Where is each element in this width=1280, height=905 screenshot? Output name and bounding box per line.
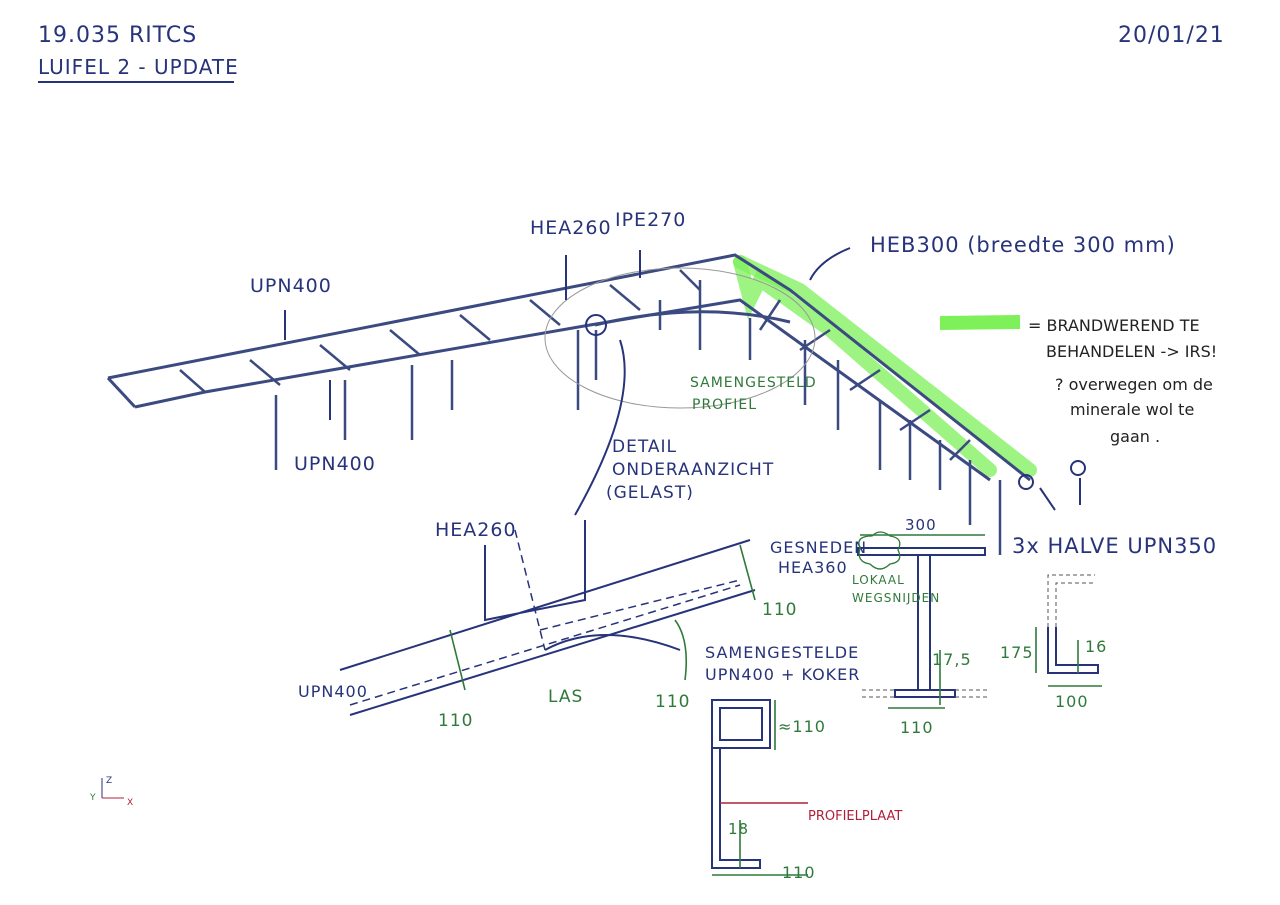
label-heb300: HEB300 (breedte 300 mm) [870,233,1176,257]
detail-dim-mid: 110 [655,692,690,712]
i-section [857,531,990,709]
label-hea260: HEA260 [530,217,612,239]
detail-upn400: UPN400 [298,682,368,701]
label-upn400-top: UPN400 [250,275,332,297]
i-width: 300 [905,516,937,534]
label-detail-3: (GELAST) [606,483,694,503]
detail-dim-left: 110 [438,711,473,731]
axis-z: Z [106,776,112,786]
date: 20/01/21 [1118,23,1225,48]
upn-title: 3x HALVE UPN350 [1012,534,1217,558]
label-ipe270: IPE270 [615,209,686,231]
detail-gesneden-1: GESNEDEN [770,538,867,557]
upn-thick: 16 [1085,637,1107,656]
upn-width: 100 [1055,692,1089,711]
label-upn400-bottom: UPN400 [294,453,376,475]
koker-section [711,699,808,876]
koker-plate: PROFIELPLAAT [808,809,902,824]
project-number: 19.035 RITCS [38,23,197,48]
detail-samengestelde-2: UPN400 + KOKER [705,665,860,684]
legend-swatch [939,315,1021,330]
legend-note-1: ? overwegen om de [1055,375,1213,394]
label-samengesteld-1: SAMENGESTELD [690,375,817,391]
detail-drawing [339,520,756,716]
upn-section [1035,574,1102,687]
axis-triad: Z Y X [89,776,133,808]
label-detail-1: DETAIL [612,437,677,457]
legend-note-2: minerale wol te [1070,400,1194,419]
detail-las: LAS [548,687,583,707]
axis-x: X [127,798,133,808]
koker-thick: 18 [728,820,749,838]
label-detail-2: ONDERAANZICHT [612,460,774,480]
detail-samengestelde-1: SAMENGESTELDE [705,643,859,662]
legend-text-1: = BRANDWEREND TE [1028,316,1200,335]
leader-arrows [284,247,1081,516]
sheet-title: LUIFEL 2 - UPDATE [38,55,239,79]
axis-y: Y [89,793,96,803]
i-bottom: 110 [900,718,934,737]
koker-height: ≈110 [778,717,826,736]
i-lokaal-1: LOKAAL [852,573,905,587]
legend-note-3: gaan . [1110,427,1160,446]
koker-width: 110 [782,863,816,882]
i-lokaal-2: WEGSNIJDEN [852,591,940,605]
legend-text-2: BEHANDELEN -> IRS! [1046,342,1217,361]
detail-gesneden-2: HEA360 [778,558,848,577]
detail-dim-right: 110 [762,600,797,620]
detail-hea260: HEA260 [435,519,517,541]
i-web: 17,5 [932,650,972,669]
upn-height: 175 [1000,643,1034,662]
iso-structure [106,253,1086,555]
label-samengesteld-2: PROFIEL [692,397,757,413]
